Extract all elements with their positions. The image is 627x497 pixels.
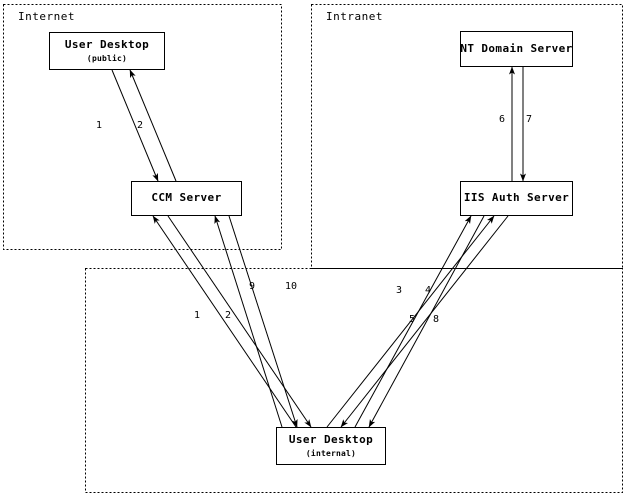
edge-step-label-e1b: 1 — [194, 310, 201, 321]
edge-step-label-e2b: 2 — [225, 310, 232, 321]
edge-arrow-step-1-e1b — [152, 215, 297, 428]
node-iis-auth-server: IIS Auth Server — [460, 181, 573, 216]
edge-step-label-e7: 7 — [526, 114, 533, 125]
edge-step-label-e1: 1 — [96, 120, 103, 131]
edge-arrow-step-10-e10 — [228, 215, 298, 428]
edge-arrow-step-9-e9 — [214, 215, 283, 428]
edge-arrow-step-3-e3 — [354, 215, 472, 428]
edge-arrows-layer — [111, 66, 526, 428]
node-title-nt-domain-server: NT Domain Server — [460, 41, 573, 55]
node-nt-domain-server: NT Domain Server — [460, 31, 573, 67]
node-user-desktop-internal: User Desktop(internal) — [276, 427, 386, 465]
zone-label-intranet: Intranet — [326, 10, 383, 23]
node-ccm-server: CCM Server — [131, 181, 242, 216]
edge-step-label-e6: 6 — [499, 114, 506, 125]
node-title-user-desktop-internal: User Desktop — [288, 433, 374, 447]
edge-arrow-step-1-e1 — [111, 69, 159, 182]
zone-boundary-intranet — [311, 4, 623, 269]
node-subtitle-user-desktop-internal: (internal) — [305, 448, 357, 458]
node-user-desktop-public: User Desktop(public) — [49, 32, 165, 70]
edge-arrow-step-2-e2b — [167, 215, 312, 428]
edge-arrow-step-2-e2 — [129, 69, 177, 182]
edge-step-label-e8: 8 — [433, 314, 440, 325]
edge-step-label-e9: 9 — [249, 281, 256, 292]
zone-label-internet: Internet — [18, 10, 75, 23]
zone-boundaries-layer — [3, 4, 623, 493]
edge-step-label-e10: 10 — [285, 281, 298, 292]
node-title-user-desktop-public: User Desktop — [64, 38, 150, 52]
edge-step-label-e3: 3 — [396, 285, 403, 296]
edge-step-label-e5: 5 — [409, 314, 416, 325]
node-title-ccm-server: CCM Server — [151, 191, 222, 205]
edge-step-label-e2: 2 — [137, 120, 144, 131]
node-subtitle-user-desktop-public: (public) — [86, 53, 128, 63]
edge-arrow-step-8-e8 — [340, 215, 509, 428]
edge-arrow-step-5-e5 — [326, 215, 495, 428]
zone-boundary-internet — [3, 4, 282, 250]
zone-boundary-internal — [85, 268, 623, 493]
edge-arrow-step-4-e4 — [368, 215, 485, 428]
edge-step-label-e4: 4 — [425, 285, 432, 296]
node-title-iis-auth-server: IIS Auth Server — [463, 191, 570, 205]
